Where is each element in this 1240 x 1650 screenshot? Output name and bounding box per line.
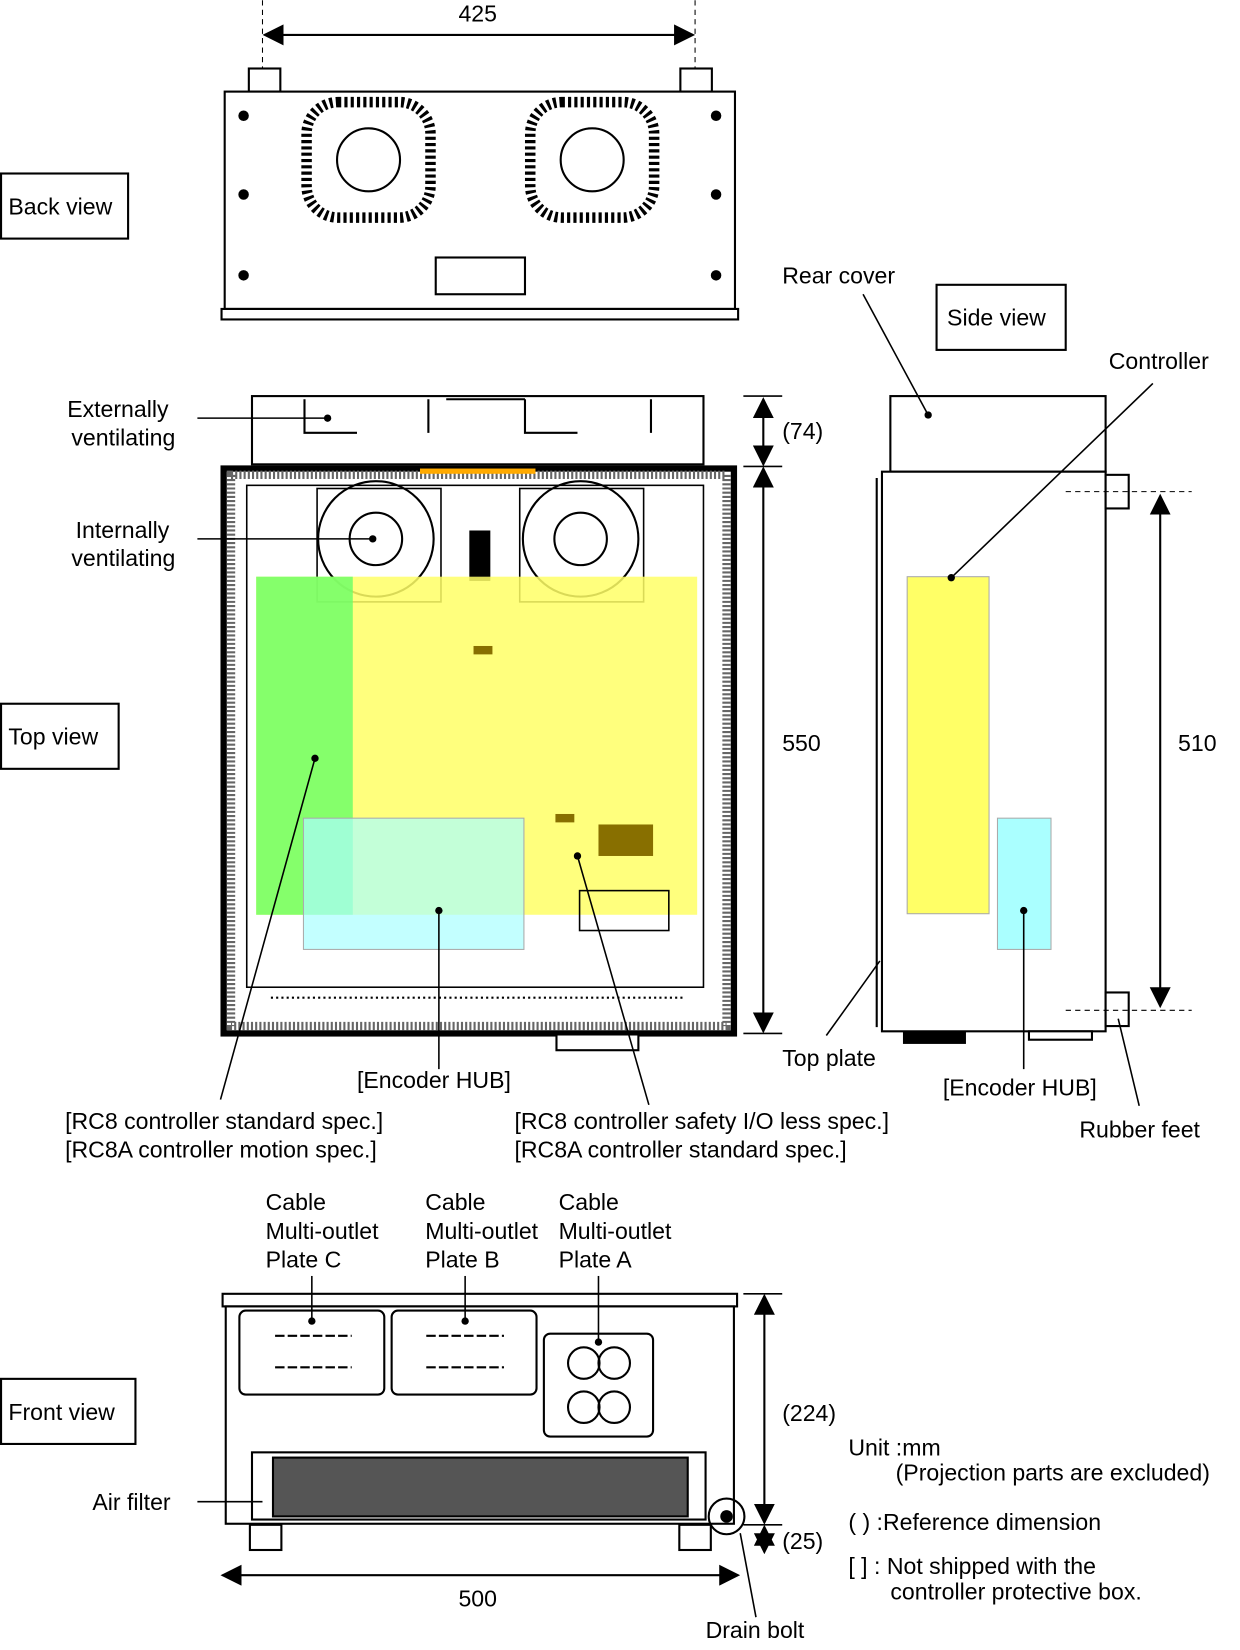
front-view-label: Front view bbox=[8, 1399, 115, 1425]
rear-cover-label: Rear cover bbox=[782, 263, 895, 289]
plate-b-label-1: Cable bbox=[425, 1189, 485, 1215]
rubber-feet-label: Rubber feet bbox=[1079, 1116, 1200, 1142]
note-reference: ( ) :Reference dimension bbox=[848, 1509, 1101, 1535]
rc8-standard-label-1: [RC8 controller standard spec.] bbox=[65, 1108, 383, 1134]
dim-500-label: 500 bbox=[458, 1586, 497, 1612]
dim-425-label: 425 bbox=[458, 0, 497, 26]
controller-area-side bbox=[906, 576, 990, 915]
plate-c-label-1: Cable bbox=[266, 1189, 326, 1215]
back-view-label-box bbox=[0, 172, 130, 240]
plate-c-label-2: Multi-outlet bbox=[266, 1218, 379, 1244]
encoder-hub-side-label: [Encoder HUB] bbox=[943, 1074, 1097, 1100]
plate-c-label-3: Plate C bbox=[266, 1247, 342, 1273]
dim-74-label: (74) bbox=[782, 418, 823, 444]
top-view-label-box bbox=[0, 702, 120, 770]
plate-a-label-3: Plate A bbox=[559, 1247, 633, 1273]
rc8-safety-label-2: [RC8A controller standard spec.] bbox=[514, 1136, 846, 1162]
drain-bolt-label: Drain bolt bbox=[706, 1617, 805, 1643]
side-view-label: Side view bbox=[947, 305, 1046, 331]
plate-b-label-3: Plate B bbox=[425, 1247, 499, 1273]
top-view-label: Top view bbox=[8, 724, 98, 750]
controller-label: Controller bbox=[1109, 348, 1209, 374]
note-not-shipped-2: controller protective box. bbox=[890, 1578, 1141, 1604]
front-view-label-box bbox=[0, 1377, 137, 1445]
side-view bbox=[875, 395, 1192, 1044]
encoder-hub-top-label: [Encoder HUB] bbox=[357, 1067, 511, 1093]
back-view: 425 bbox=[220, 0, 740, 321]
dim-510-label: 510 bbox=[1178, 730, 1217, 756]
top-view bbox=[220, 395, 783, 1052]
encoder-hub-area-top bbox=[302, 817, 525, 950]
internal-vent-label-1: Internally bbox=[76, 517, 170, 543]
plate-a-label-2: Multi-outlet bbox=[559, 1218, 672, 1244]
side-view-label-box bbox=[935, 283, 1067, 351]
note-unit: Unit :mm bbox=[848, 1434, 940, 1460]
dim-224-label: (224) bbox=[782, 1400, 836, 1426]
plate-a-label-1: Cable bbox=[559, 1189, 619, 1215]
top-plate-label: Top plate bbox=[782, 1045, 876, 1071]
external-vent-label-1: Externally bbox=[67, 396, 169, 422]
dim-25-label: (25) bbox=[782, 1528, 823, 1554]
rc8-safety-label-1: [RC8 controller safety I/O less spec.] bbox=[514, 1108, 889, 1134]
rc8-standard-label-2: [RC8A controller motion spec.] bbox=[65, 1136, 377, 1162]
fan-grille-right bbox=[524, 96, 660, 223]
plate-b-label-2: Multi-outlet bbox=[425, 1218, 538, 1244]
note-projection: (Projection parts are excluded) bbox=[896, 1460, 1210, 1486]
dim-550-label: 550 bbox=[782, 730, 821, 756]
front-view bbox=[220, 1292, 783, 1586]
internal-vent-label-2: ventilating bbox=[71, 545, 175, 571]
air-filter-label: Air filter bbox=[92, 1489, 171, 1515]
note-not-shipped-1: [ ] : Not shipped with the bbox=[848, 1553, 1096, 1579]
external-vent-label-2: ventilating bbox=[71, 424, 175, 450]
fan-grille-left bbox=[301, 96, 436, 223]
back-view-label: Back view bbox=[8, 193, 112, 219]
